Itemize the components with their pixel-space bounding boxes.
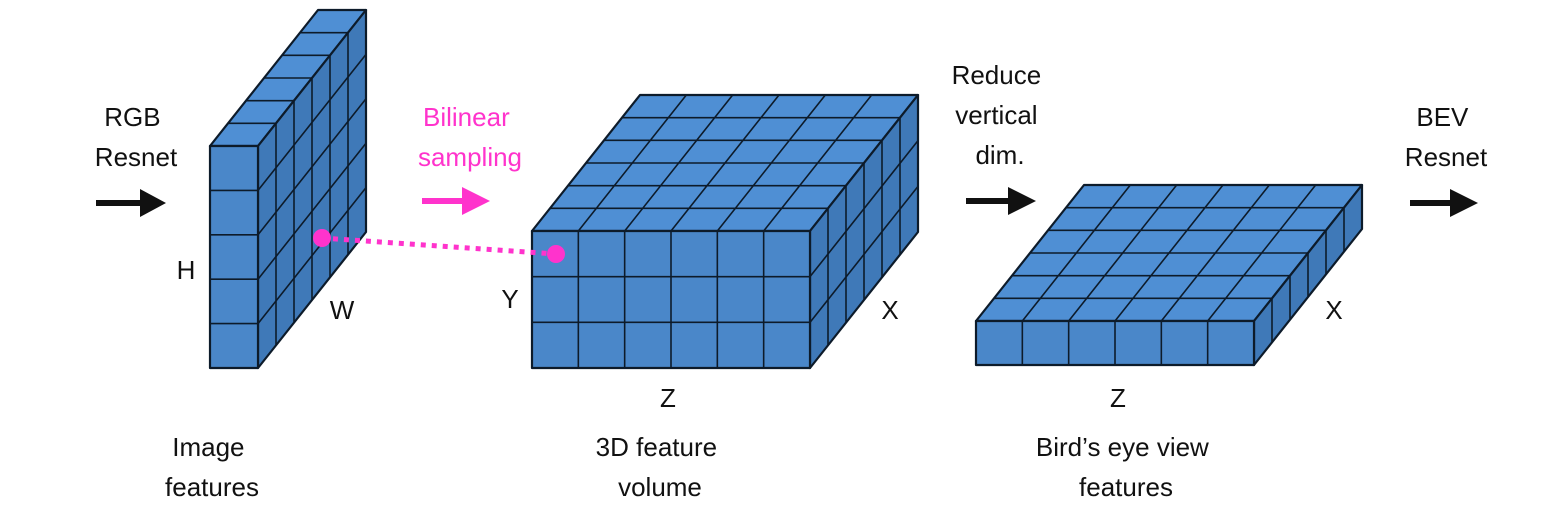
feature-volume-cube	[530, 93, 920, 370]
axis-label-w: W	[330, 295, 355, 325]
rgb-resnet-arrow	[96, 189, 166, 217]
bev-features-caption: Bird’s eye view features	[1036, 432, 1216, 502]
arrow-head	[462, 187, 490, 215]
front-face	[530, 229, 812, 370]
reduce-vertical-arrow	[966, 187, 1036, 215]
arrow-head	[140, 189, 166, 217]
bev-resnet-label: BEV Resnet	[1405, 102, 1488, 172]
bev-feature-map	[974, 183, 1364, 367]
axis-label-z-volume: Z	[660, 383, 676, 413]
bilinear-sampling-arrow	[422, 187, 490, 215]
axis-label-z-bev: Z	[1110, 383, 1126, 413]
sampling-link	[313, 229, 565, 263]
image-sample-point	[313, 229, 331, 247]
axis-label-y: Y	[501, 284, 518, 314]
arrow-head	[1008, 187, 1036, 215]
side-face	[256, 8, 368, 370]
bilinear-sampling-label: Bilinear sampling	[418, 102, 522, 172]
front-face	[208, 144, 260, 370]
reduce-vertical-label: Reduce vertical dim.	[952, 60, 1049, 170]
sampling-dotted-line	[321, 235, 557, 257]
volume-sample-point	[547, 245, 565, 263]
bev-resnet-arrow	[1410, 189, 1478, 217]
axis-label-x-bev: X	[1325, 295, 1342, 325]
image-features-caption: Image features	[165, 432, 259, 502]
side-face	[808, 93, 920, 370]
front-face	[974, 319, 1256, 367]
feature-volume-caption: 3D feature volume	[596, 432, 725, 502]
image-feature-map	[208, 8, 368, 370]
arrow-head	[1450, 189, 1478, 217]
axis-label-x-volume: X	[881, 295, 898, 325]
rgb-resnet-label: RGB Resnet	[95, 102, 178, 172]
axis-label-h: H	[177, 255, 196, 285]
